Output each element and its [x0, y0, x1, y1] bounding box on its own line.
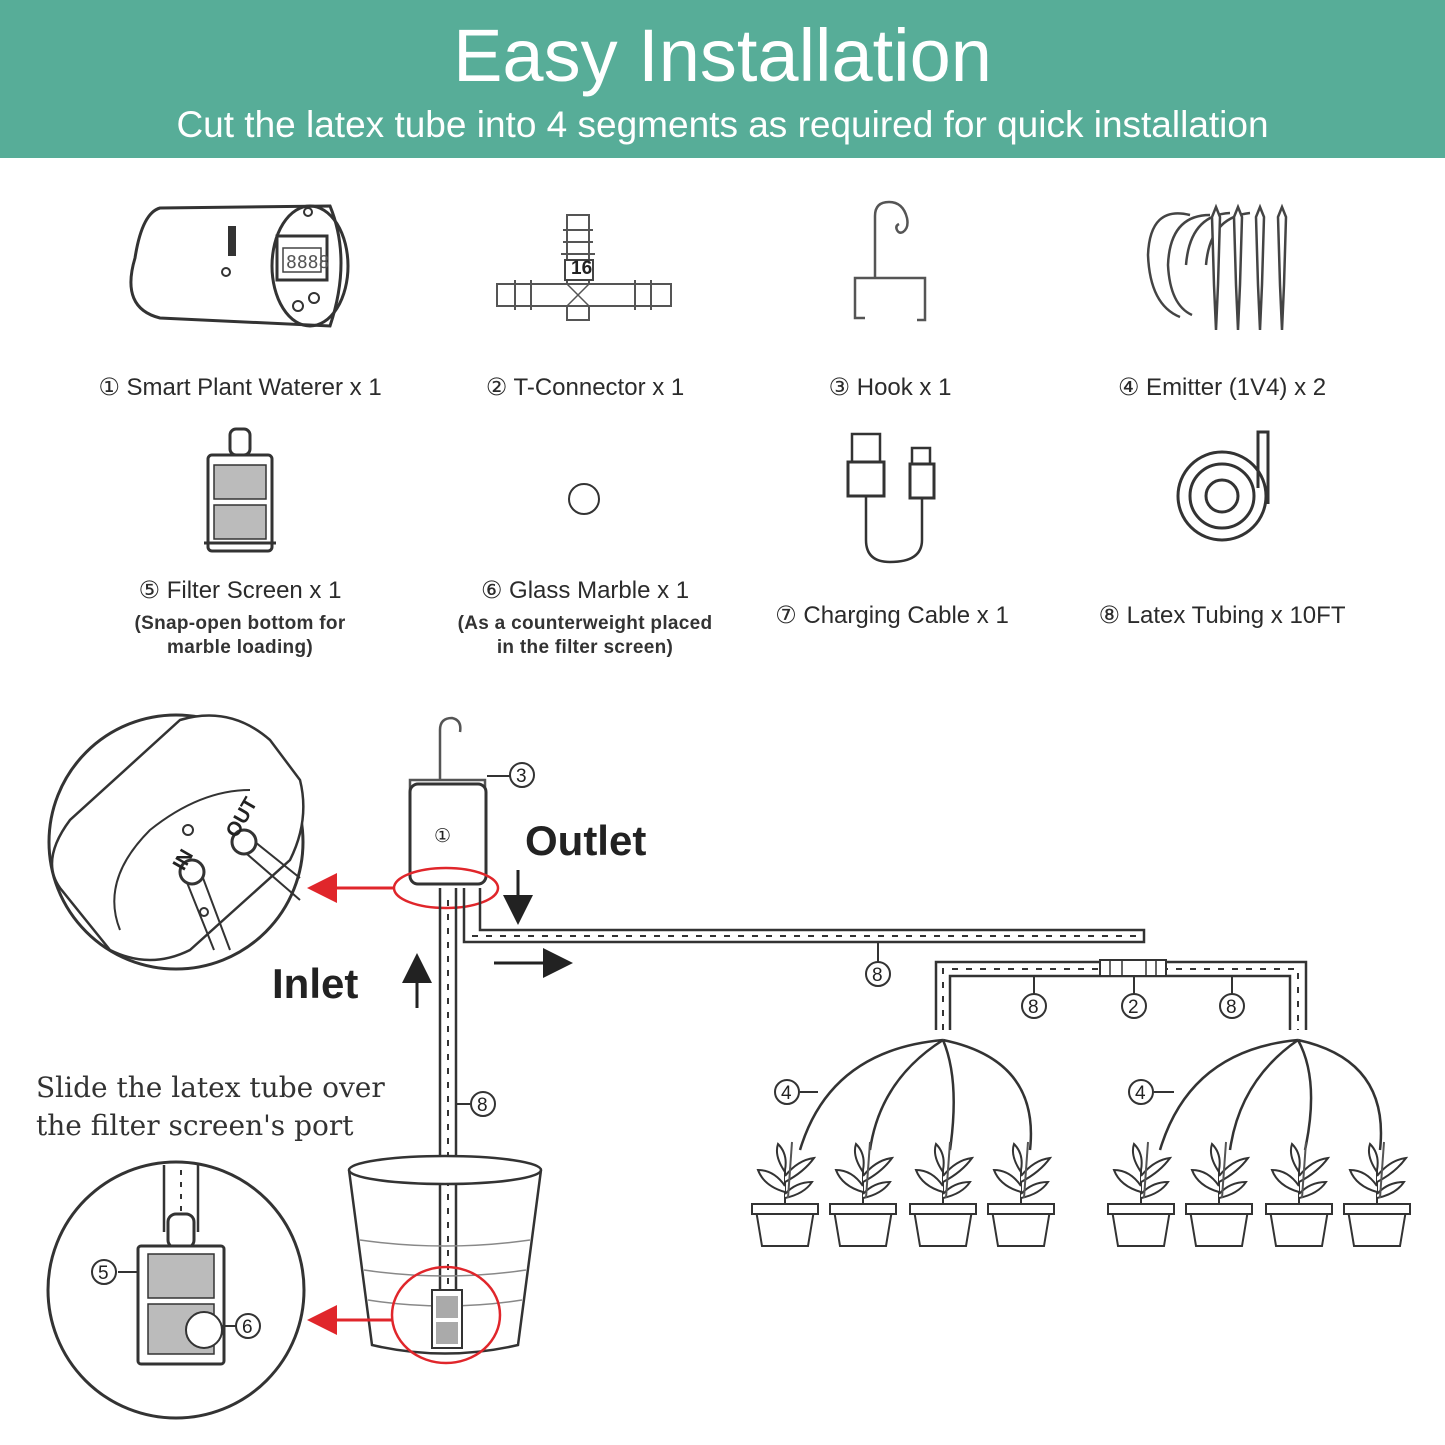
part-label: ③ Hook x 1: [828, 374, 952, 401]
t-connector-icon: 16: [496, 214, 672, 321]
part-label: ② T-Connector x 1: [485, 374, 685, 401]
part-item: ① Smart Plant Waterer x 1: [70, 373, 410, 403]
part-label: ⑧ Latex Tubing x 10FT: [1098, 602, 1346, 629]
callout-marble: 6: [242, 1317, 253, 1338]
part-item: ⑤ Filter Screen x 1 (Snap-open bottom fo…: [70, 576, 410, 660]
part-item: ② T-Connector x 1: [415, 373, 755, 403]
filter-screen-icon: [204, 427, 276, 553]
svg-text:8: 8: [872, 965, 883, 986]
filter-zoom-circle: 5 6: [46, 1160, 306, 1420]
emitter-right: [1154, 1038, 1383, 1151]
header-banner: Easy Installation Cut the latex tube int…: [0, 0, 1445, 158]
svg-text:8: 8: [477, 1095, 488, 1116]
part-label: ④ Emitter (1V4) x 2: [1117, 374, 1327, 401]
filter-highlight: [390, 1265, 502, 1365]
svg-text:8888: 8888: [286, 252, 329, 273]
part-note: in the filter screen): [496, 637, 674, 658]
svg-text:2: 2: [1128, 997, 1139, 1018]
page-subtitle: Cut the latex tube into 4 segments as re…: [176, 104, 1269, 145]
part-item: ⑧ Latex Tubing x 10FT: [1052, 601, 1392, 631]
waterer-icon: 8888: [129, 204, 350, 328]
inlet-label: Inlet: [272, 960, 358, 1007]
callout-hook: 3: [516, 766, 527, 787]
callout-filter: 5: [98, 1263, 109, 1284]
outlet-zoom-circle: IN OUT: [47, 713, 305, 971]
page-title: Easy Installation: [453, 14, 992, 97]
callout-emitter-left: 4: [781, 1083, 792, 1104]
svg-text:8: 8: [1028, 997, 1039, 1018]
part-note: marble loading): [167, 637, 313, 658]
callout-emitter-right: 4: [1135, 1083, 1146, 1104]
glass-marble-icon: [568, 483, 600, 515]
mounted-device: ① 3: [408, 716, 535, 886]
caption-line-1: Slide the latex tube over: [36, 1071, 385, 1104]
part-label: ⑦ Charging Cable x 1: [775, 602, 1009, 629]
emitter-icon: [1146, 203, 1288, 331]
t-connector-marking: 16: [571, 258, 592, 279]
part-item: ⑥ Glass Marble x 1 (As a counterweight p…: [415, 576, 755, 660]
part-note: (As a counterweight placed: [457, 613, 713, 634]
water-bucket: [347, 1154, 543, 1355]
outlet-label: Outlet: [525, 817, 646, 864]
part-label: ⑤ Filter Screen x 1: [138, 577, 342, 604]
hook-icon: [853, 200, 927, 322]
emitter-left: [798, 1038, 1033, 1151]
part-label: ① Smart Plant Waterer x 1: [98, 374, 382, 401]
plant-pots: [751, 1141, 1411, 1247]
caption-line-2: the filter screen's port: [36, 1109, 354, 1142]
part-label: ⑥ Glass Marble x 1: [480, 577, 690, 604]
part-item: ⑦ Charging Cable x 1: [722, 601, 1062, 631]
part-note: (Snap-open bottom for: [134, 613, 346, 634]
part-item: ③ Hook x 1: [720, 373, 1060, 403]
part-item: ④ Emitter (1V4) x 2: [1052, 373, 1392, 403]
svg-text:8: 8: [1226, 997, 1237, 1018]
device-number: ①: [434, 826, 451, 847]
tube-callouts: 8 8 2 8 8: [456, 942, 1245, 1117]
charging-cable-icon: [846, 432, 936, 564]
latex-tubing-icon: [1176, 430, 1270, 542]
